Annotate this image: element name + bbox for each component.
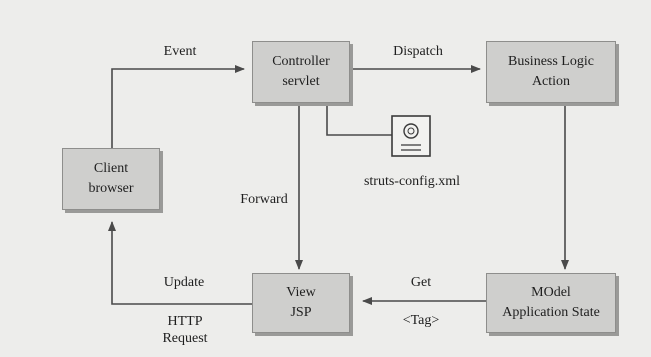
update-label: Update (163, 275, 205, 290)
http-line1: HTTP (167, 314, 203, 329)
http-line2: Request (162, 331, 208, 346)
document-icon (391, 115, 431, 157)
update-arrow (108, 221, 252, 305)
client-browser-node: Client browser (62, 148, 160, 210)
business-line2: Action (531, 74, 571, 89)
business-line1: Business Logic (508, 54, 594, 69)
controller-servlet-node: Controller servlet (252, 41, 350, 103)
view-jsp-node: View JSP (252, 273, 350, 333)
view-line2: JSP (290, 305, 312, 320)
client-line2: browser (88, 181, 134, 196)
event-label: Event (163, 44, 197, 59)
get-label: Get (410, 275, 432, 290)
model-application-state-node: MOdel Application State (486, 273, 616, 333)
http-request-label: HTTP Request (150, 313, 220, 347)
config-file-label: struts-config.xml (363, 174, 461, 189)
client-line1: Client (93, 161, 129, 176)
forward-label: Forward (240, 192, 288, 207)
dispatch-label: Dispatch (393, 44, 443, 59)
business-logic-node: Business Logic Action (486, 41, 616, 103)
controller-line2: servlet (282, 74, 320, 89)
view-line1: View (286, 285, 316, 300)
controller-line1: Controller (272, 54, 330, 69)
tag-label: <Tag> (402, 313, 440, 328)
event-arrow (111, 65, 245, 148)
model-line2: Application State (502, 305, 600, 320)
config-connector (326, 103, 392, 136)
model-line1: MOdel (531, 285, 571, 300)
